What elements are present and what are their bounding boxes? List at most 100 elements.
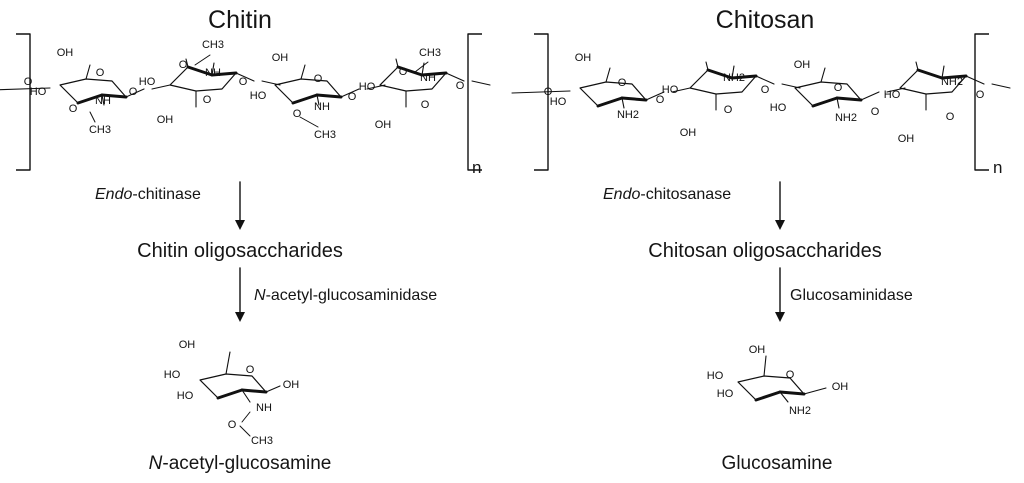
n-acetyl-glucosamine-atom-label: O [228,419,237,431]
chitosan-atom-label: O [761,84,770,96]
carbonyl-bond [299,116,319,128]
chitin-sugar-ring-3 [326,80,342,98]
amino-bond [779,391,789,403]
n-acetyl-glucosamine-atom-label: CH3 [251,435,273,447]
amino-bond [241,389,251,403]
arrow-glucosaminidase-head [775,312,785,322]
oh-bond [185,58,189,68]
enzyme-prefix: Endo [95,186,133,203]
chitin-sugar-ring-1 [111,80,127,98]
chitin-atom-label: O [129,86,138,98]
chitin-sugar-ring-3-wedge [291,93,319,105]
chitin-atom-label: O [456,80,465,92]
amino-bond [101,94,105,106]
chitin-atom-label: CH3 [89,124,111,136]
glycosidic-bond [965,75,985,85]
glycosidic-bond [235,72,255,82]
chitosan-atom-label: O [724,104,733,116]
amino-bond [621,97,625,109]
ch2oh-bond [605,67,611,83]
carbonyl-bond [89,111,96,123]
chain-end-bond [511,90,571,94]
chitosan-bracket-right [974,33,989,171]
chitin-atom-label: NH [314,101,330,113]
glucosamine-atom-label: OH [749,344,766,356]
arrow-endo-chitinase-head [235,220,245,230]
chitosan-sugar-ring-1-wedge [596,96,624,108]
chitosan-sugar-ring-1-wedge [620,96,648,102]
chitosan-title: Chitosan [715,6,815,34]
chitosan-sugar-ring-2-wedge [730,74,758,80]
chitin-atom-label: O [293,108,302,120]
chitosan-oligosaccharides-label: Chitosan oligosaccharides [648,240,882,262]
glucosamine-atom-label: OH [832,381,849,393]
endo-chitosanase-label: Endo-chitosanase [603,186,731,204]
glucosamine-atom-label: O [786,369,795,381]
chitin-sugar-ring-4-wedge [396,65,424,77]
chitin-sugar-ring-1 [59,78,113,104]
chitosan-atom-label: NH2 [941,76,963,88]
chitin-atom-label: O [69,103,78,115]
glycosidic-bond [471,80,491,86]
chitosan-sugar-ring-3 [794,81,848,107]
chitosan-sugar-ring-1 [579,81,633,107]
glycosidic-bond [125,88,145,98]
chitosan-atom-label: NH2 [617,109,639,121]
chitin-atom-label: CH3 [419,47,441,59]
ch2oh-bond [820,67,826,83]
chitosan-sugar-ring-3 [846,83,862,101]
ch2oh-bond [85,64,91,80]
chitin-atom-label: HO [139,76,156,88]
glucosaminidase-label: Glucosaminidase [790,287,913,304]
chitosan-atom-label: OH [575,52,592,64]
chitosan-atom-label: NH2 [723,72,745,84]
chitosan-atom-label: OH [680,127,697,139]
chitosan-sugar-ring-4-wedge [916,68,944,80]
glycosidic-bond [755,75,775,85]
chitin-atom-label: O [239,76,248,88]
n-acetyl-glucosamine-ring [199,373,253,399]
chitosan-atom-label: O [976,89,985,101]
chitin-title: Chitin [208,6,272,34]
amino-bond [316,94,320,106]
chitin-bracket-right [467,33,482,171]
n-acetyl-glucosamine-atom-label: HO [177,390,194,402]
glucosamine-atom-label: NH2 [789,405,811,417]
chitin-atom-label: O [399,66,408,78]
chitin-atom-label: O [314,73,323,85]
n-acetyl-glucosamine-ring-wedge [216,388,244,400]
chitosan-atom-label: O [656,94,665,106]
amino-bond [836,97,840,109]
glycosidic-bond [645,91,665,101]
n-acetyl-glucosamine-ring-wedge [240,388,268,394]
ch2oh-bond [225,351,231,375]
chitin-atom-label: NH [205,67,221,79]
chitin-sugar-ring-4 [379,66,433,92]
n-acetyl-glucosamine-atom-label: O [246,364,255,376]
chitin-atom-label: CH3 [202,39,224,51]
oh-bond [803,387,827,395]
chitosan-atom-label: HO [884,89,901,101]
chitosan-sugar-ring-4 [951,75,967,93]
enzyme-suffix: -chitinase [132,186,201,203]
chitin-atom-label: OH [272,52,289,64]
glucosamine-ring [737,375,791,401]
arrow-n-acetyl-glucosaminidase-head [235,312,245,322]
chitin-sugar-ring-1-wedge [100,93,128,99]
chitin-oligosaccharides-label: Chitin oligosaccharides [137,240,343,262]
n-acetyl-glucosamine-atom-label: OH [283,379,300,391]
glucosamine-ring [789,377,805,395]
n-acetyl-glucosamine-atom-label: HO [164,369,181,381]
chitin-atom-label: CH3 [314,129,336,141]
product-suffix: -acetyl-glucosamine [162,453,332,474]
chitosan-sugar-ring-2 [741,75,757,93]
chitin-sugar-ring-3 [274,78,328,104]
chitin-atom-label: O [96,67,105,79]
glycosidic-bond [445,72,465,82]
glycosidic-bond [991,83,1011,89]
chitin-atom-label: HO [250,90,267,102]
chitosan-sugar-ring-4-wedge [940,74,968,80]
enzyme-prefix: N [254,287,266,304]
chitin-atom-label: OH [375,119,392,131]
chitosan-atom-label: OH [794,59,811,71]
